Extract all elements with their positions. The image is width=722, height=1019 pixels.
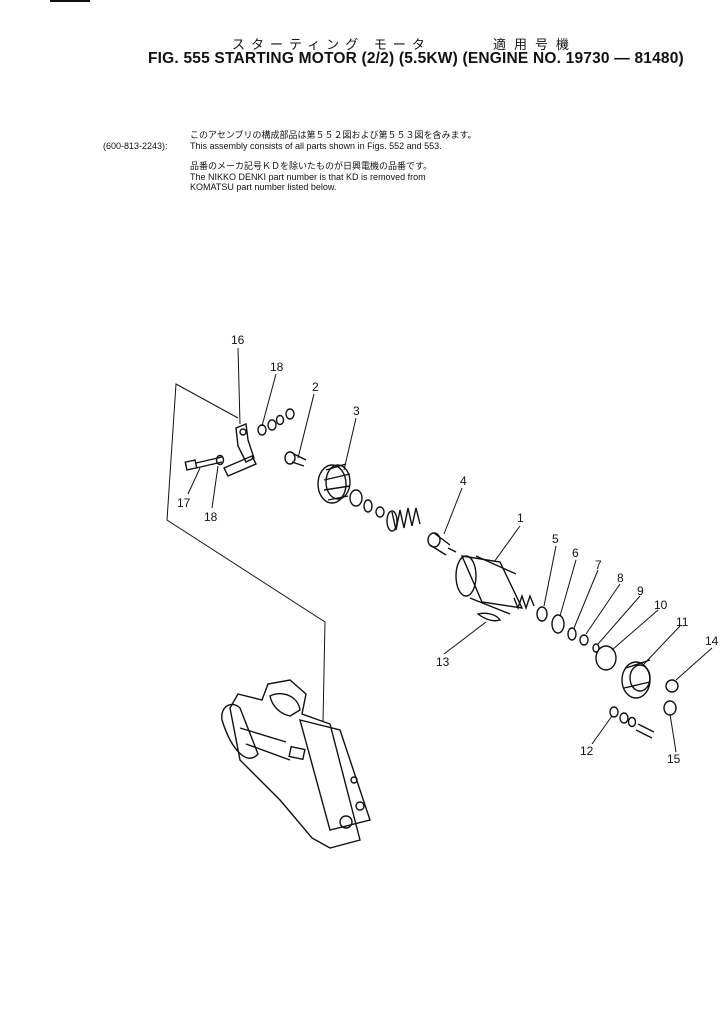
part-1-housing	[455, 555, 524, 615]
japanese-title: スターティング モータ	[232, 37, 431, 52]
reference-frame	[166, 383, 326, 723]
note-en-3: KOMATSU part number listed below.	[190, 182, 337, 192]
callout-13: 13	[436, 655, 450, 669]
callout-4: 4	[460, 474, 467, 488]
part-14-cap	[665, 679, 679, 693]
part-16-lever	[223, 423, 257, 477]
callout-10: 10	[654, 598, 668, 612]
note-jp-1: このアセンブリの構成部品は第５５２図および第５５３図を含みます。	[190, 130, 477, 140]
japanese-applies-to: 適用号機	[493, 37, 578, 52]
callout-9: 9	[637, 584, 644, 598]
note-en-1: This assembly consists of all parts show…	[190, 141, 442, 151]
part-18-washers-upper	[257, 408, 295, 436]
part-12-bolts	[609, 706, 655, 739]
callout-2: 2	[312, 380, 319, 394]
callout-18-upper: 18	[270, 360, 284, 374]
callout-11: 11	[676, 615, 689, 629]
callout-14: 14	[705, 634, 719, 648]
callout-6: 6	[572, 546, 579, 560]
callout-7: 7	[595, 558, 602, 572]
corner-mark	[50, 0, 90, 2]
callout-18-lower: 18	[204, 510, 218, 524]
callout-1: 1	[517, 511, 524, 525]
callout-5: 5	[552, 532, 559, 546]
part-2-screw	[284, 451, 307, 467]
spring	[386, 507, 421, 532]
callout-3: 3	[353, 404, 360, 418]
callout-16: 16	[231, 333, 245, 347]
part-5-through-10-rings	[513, 593, 617, 671]
part-4-shaft	[427, 532, 457, 556]
part-13-clip	[476, 612, 502, 622]
callout-labels: 1 2 3 4 5 6 7 8 9 10 11 12 13 14 15 16 1…	[177, 333, 719, 766]
part-3-gear	[317, 463, 385, 518]
figure-title: FIG. 555 STARTING MOTOR (2/2) (5.5KW) (E…	[148, 50, 684, 67]
callout-17: 17	[177, 496, 191, 510]
leader-lines	[187, 347, 713, 753]
callout-8: 8	[617, 571, 624, 585]
callout-15: 15	[667, 752, 681, 766]
note-jp-2: 品番のメーカ記号ＫＤを除いたものが日興電機の品番です。	[190, 161, 433, 171]
assembled-starting-motor	[221, 679, 371, 849]
part-15-cap	[663, 700, 677, 716]
callout-12: 12	[580, 744, 594, 758]
part-11-end-cover	[621, 659, 651, 699]
part-18-washer-lower	[215, 454, 225, 466]
note-en-2: The NIKKO DENKI part number is that KD i…	[190, 172, 426, 182]
assembly-part-number: (600-813-2243):	[103, 141, 168, 151]
